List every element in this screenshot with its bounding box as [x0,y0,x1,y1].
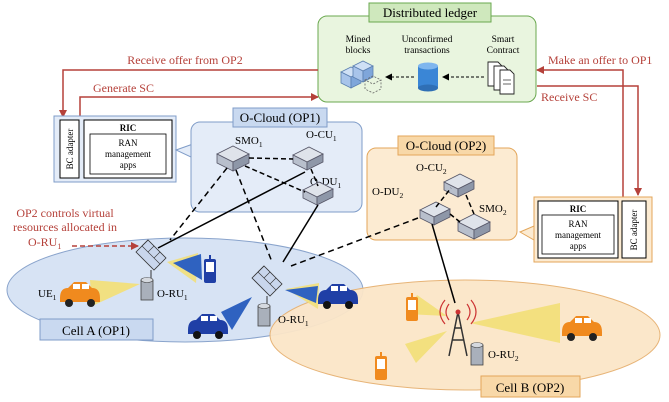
oru-right-label: O-RU1 [278,314,309,328]
ue1-label: UE1 [38,288,57,302]
cell-a-label: Cell A (OP1) [62,323,130,338]
op2-control-line-1: OP2 controls virtual [16,206,114,220]
smo1-server [216,145,250,172]
cell-b-label: Cell B (OP2) [496,380,565,395]
odu1-server [302,181,334,206]
op1-ric-apps-3: apps [120,160,137,170]
receive-sc-label: Receive SC [541,90,597,104]
oru-left-unit [140,277,154,301]
op2-ric-apps-1: RAN [568,219,588,229]
odu1-to-oru-right [282,204,319,263]
ocu1-server [292,146,324,171]
cell-b-phone-bottom-icon [375,352,387,380]
ocloud-op2-title-box [397,135,495,156]
op1-ric-title: RIC [120,123,137,133]
ocu1-label: O-CU1 [306,129,337,143]
ocloud-op1: O-Cloud (OP1) SMO1 O-CU1 O-DU1 [190,107,363,213]
ocloud-op1-title: O-Cloud (OP1) [240,110,321,125]
mined-blocks-label-1: Mined [346,35,371,45]
op2-control-line-2: resources allocated in [13,220,117,234]
op2-bc-adapter [621,200,647,259]
cell-a-car-right-icon [318,284,358,309]
oru2-label: O-RU2 [488,349,519,363]
cell-b-coverage [269,279,661,391]
ue1-beam [90,280,140,306]
cell-b-label-box [480,375,581,398]
ledger-title-box [368,2,492,23]
op2-ric-apps-2: management [555,230,601,240]
cell-b-car-icon [562,316,602,341]
oru-left-beam-blue [173,254,202,280]
cell-a-phone-icon [204,255,216,283]
odu2-ocu2-link [435,187,452,208]
op2-ric-apps-3: apps [570,241,587,251]
smart-contract-label-1: Smart [492,35,515,45]
smo1-label: SMO1 [235,135,263,149]
smo1-to-oru-left [169,167,228,241]
odu2-smo2-link [449,213,461,223]
mined-blocks-icon [340,60,382,94]
database-icon [418,62,438,92]
receive-offer-label: Receive offer from OP2 [127,53,242,67]
ocu2-server [443,173,475,198]
smart-contract-icon [487,61,515,95]
odu1-to-oru-left [157,171,306,249]
op2-control-line-3: O-RU1 [28,235,61,251]
oru-left-label: O-RU1 [157,288,188,302]
odu2-to-oru-left [290,217,419,267]
ocloud-op2: O-Cloud (OP2) O-CU2 O-DU2 SMO2 [366,135,518,241]
smo1-to-oru-right [235,169,273,263]
oru2-unit [470,342,484,366]
op1-ric-unit: BC adapter RIC RAN management apps [53,115,194,183]
ocloud-op2-title: O-Cloud (OP2) [406,138,487,153]
make-offer-label: Make an offer to OP1 [548,53,652,67]
op1-ric-apps-2: management [105,149,151,159]
op1-ric-apps-1: RAN [118,138,138,148]
ocloud-op1-title-box [232,107,328,128]
fronthaul-links [157,167,456,304]
op1-bc-adapter [59,119,80,179]
odu2-server [419,201,451,226]
smo2-label: SMO2 [479,203,507,217]
cell-a-devices: O-RU1 UE1 O-RU1 [38,239,358,339]
make-offer-arrow [536,66,624,197]
oru-left-antenna [135,239,167,281]
op1-bc-adapter-label: BC adapter [65,129,75,170]
oru2-beam-left-down [405,331,447,363]
cell-tower-icon [439,299,477,357]
ue1-car-icon [60,282,100,307]
mined-blocks-label-2: blocks [346,46,371,56]
oru-right-beam-left [221,297,252,330]
ledger-title: Distributed ledger [383,5,478,20]
generate-sc-label: Generate SC [93,81,154,95]
cell-a-label-box [39,318,154,341]
op2-bc-adapter-label: BC adapter [629,210,639,251]
op2-ric-unit: RIC RAN management apps BC adapter [518,196,653,263]
op2-control-note: OP2 controls virtual resources allocated… [13,206,139,251]
receive-sc-arrow [537,85,642,196]
oru-right-beam-blue [285,286,318,303]
ocu1-odu1-link [310,168,319,187]
unconfirmed-label-2: transactions [404,46,450,56]
generate-sc-arrow [79,93,319,117]
oru2-beam-right [470,303,560,343]
receive-offer-arrow [59,69,318,118]
oru-right-unit [257,303,271,327]
cell-b-phone-top-icon [406,293,418,321]
unconfirmed-label-1: Unconfirmed [402,34,453,45]
blockchain-message-flows: Receive offer from OP2 Generate SC Make … [59,53,652,197]
ocu2-label: O-CU2 [416,162,447,176]
smo1-odu1-link [244,165,306,193]
odu2-to-oru2 [431,223,456,304]
op2-ric-title: RIC [570,204,587,214]
smo2-server [457,213,491,240]
cell-b-devices: O-RU2 [375,293,602,380]
smart-contract-label-2: Contract [487,46,520,56]
distributed-ledger: Distributed ledger Mined blocks Unconfir… [317,2,537,103]
cell-a-car-left-icon [188,314,228,339]
smo1-ocu1-link [248,157,294,160]
odu2-label: O-DU2 [372,186,404,200]
ocu2-smo2-link [465,194,475,215]
